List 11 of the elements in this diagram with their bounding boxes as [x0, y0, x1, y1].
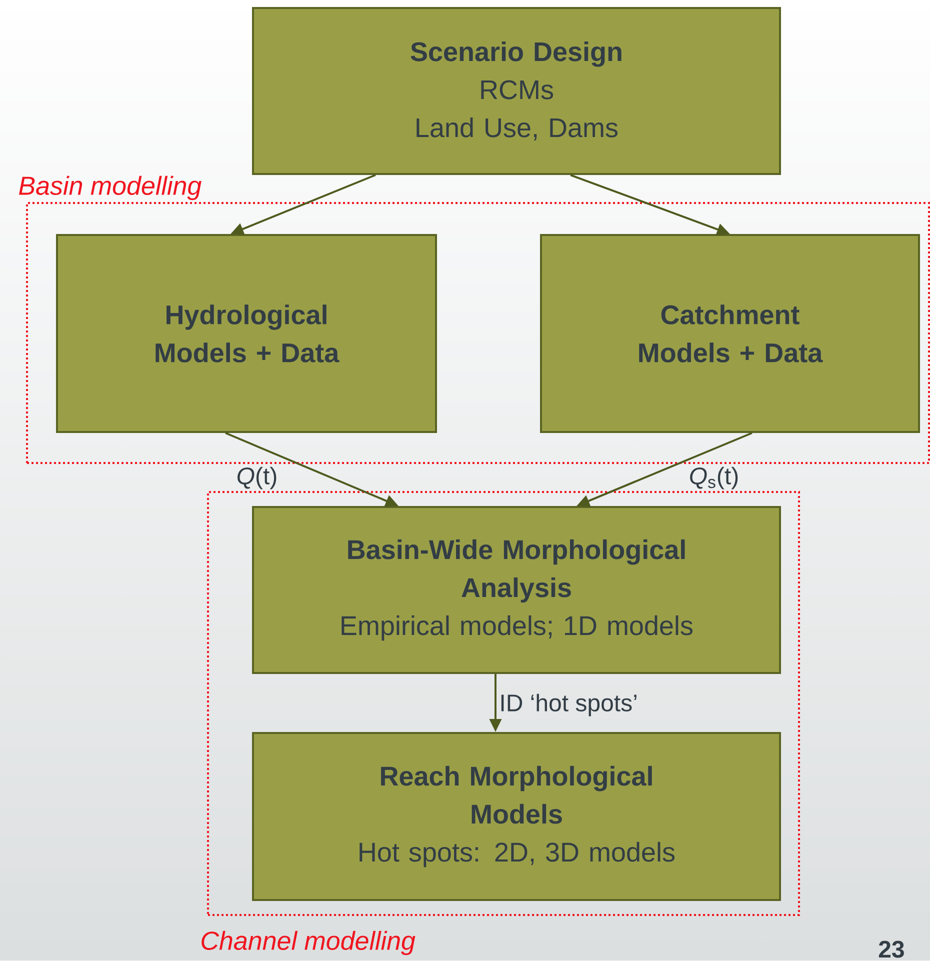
edge-label: Q$_{s}$(t): [690, 466, 738, 490]
edge-label: ID ‘hot spots’: [501, 694, 636, 716]
edge-label: Q(t): [238, 466, 276, 490]
process-box: Scenario Design RCMs Land Use, Dams: [252, 7, 781, 175]
node-label: Channel modelling: [202, 930, 416, 956]
process-box: Hydrological Models + Data: [56, 234, 437, 433]
process-box: Basin-Wide Morphological Analysis Empirical models; 1D models: [252, 506, 781, 674]
process-box: Reach Morphological Models Hot spots: 2D, 3D models: [252, 732, 781, 901]
page-number: 23: [878, 940, 904, 958]
node-label: Basin modelling: [19, 176, 202, 200]
process-box: Catchment Models + Data: [540, 234, 920, 433]
